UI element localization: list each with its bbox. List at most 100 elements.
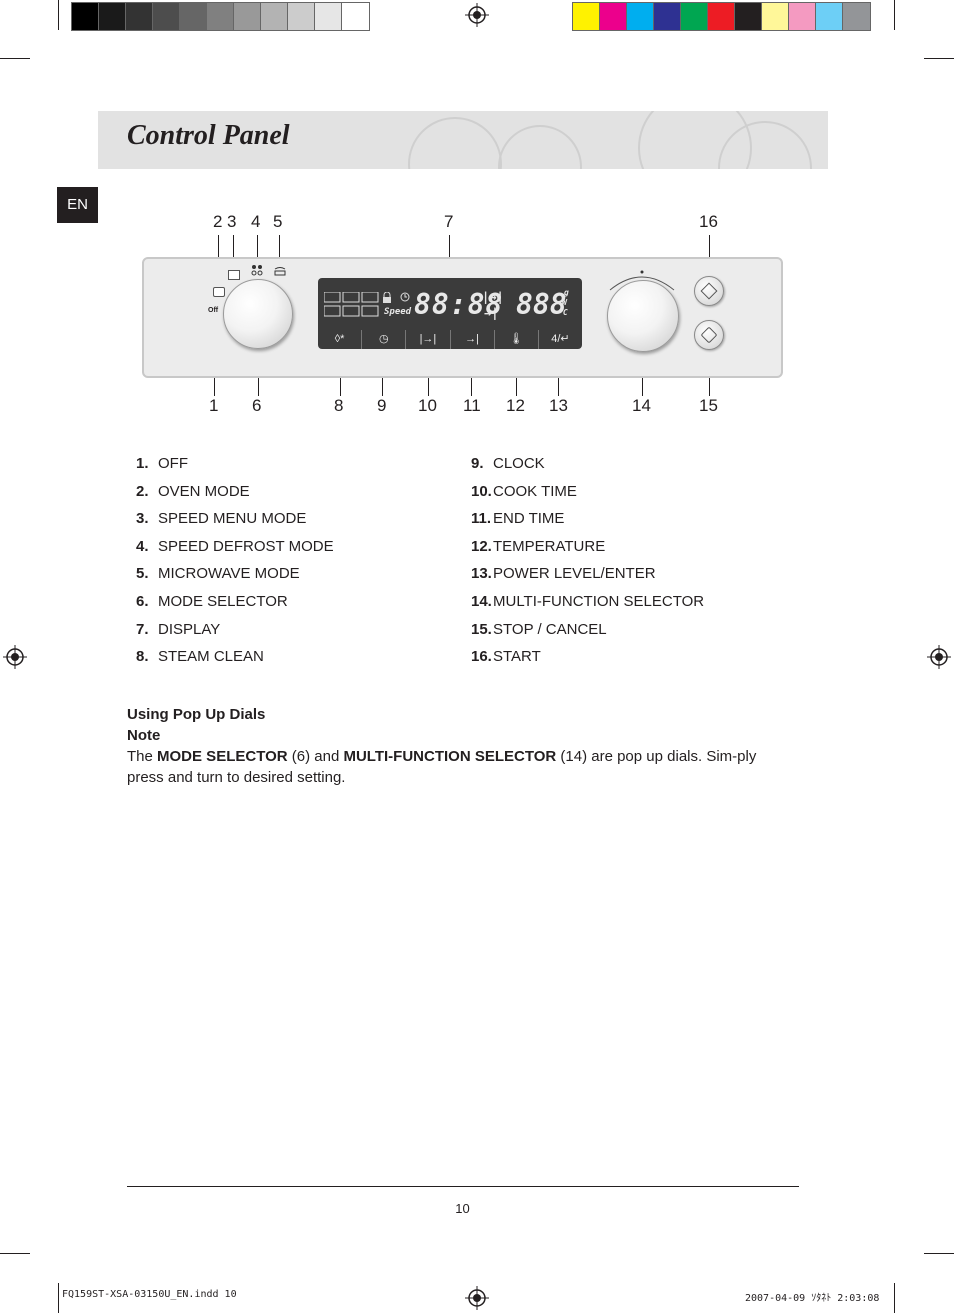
legend-item: 3.SPEED MENU MODE	[136, 510, 306, 527]
speed-label: Speed	[384, 307, 412, 317]
color-swatch	[99, 3, 126, 30]
usage-notes: Using Pop Up Dials Note The MODE SELECTO…	[127, 704, 787, 788]
clock-key[interactable]: ◷	[361, 330, 405, 349]
end-time-arrows: →|	[484, 306, 499, 320]
legend-number: 11.	[471, 510, 492, 528]
color-swatch	[315, 3, 342, 30]
color-swatch	[207, 3, 234, 30]
legend-item: 15.STOP / CANCEL	[471, 621, 607, 638]
legend-item: 9. CLOCK	[471, 455, 545, 472]
color-swatch	[681, 3, 708, 30]
color-swatch	[708, 3, 735, 30]
callout-number: 9	[377, 396, 387, 415]
callout-number: 2	[213, 212, 223, 231]
cook-time-arrows: |→|	[482, 290, 504, 304]
unit-w: W	[562, 298, 567, 307]
legend-number: 9.	[471, 455, 484, 472]
callout-number: 11	[463, 396, 481, 415]
legend-number: 4.	[136, 537, 149, 555]
section-header-band: Control Panel	[98, 111, 828, 169]
lock-icon	[383, 292, 391, 303]
callout-leader-line	[233, 235, 234, 273]
microwave-mode-icon	[274, 267, 286, 276]
legend-item: 12.TEMPERATURE	[471, 538, 605, 555]
legend-label: CLOCK	[493, 455, 545, 472]
notes-mode-selector: MODE SELECTOR	[157, 748, 288, 765]
registration-mark-icon	[465, 3, 489, 27]
grayscale-calibration-bar	[71, 2, 370, 31]
legend-item: 11.END TIME	[471, 510, 564, 527]
legend-label: COOK TIME	[493, 482, 577, 500]
legend-number: 12.	[471, 537, 492, 555]
legend-label: MODE SELECTOR	[158, 593, 288, 610]
legend-label: OFF	[158, 455, 188, 472]
steam-clean-key[interactable]: ◊*	[334, 333, 345, 345]
legend-number: 14.	[471, 593, 492, 610]
off-label: Off	[208, 307, 219, 314]
multi-function-selector-dial[interactable]	[607, 280, 679, 352]
legend-number: 3.	[136, 510, 149, 528]
unit-celsius: °C	[558, 308, 568, 317]
legend-item: 4. SPEED DEFROST MODE	[136, 538, 334, 555]
print-slug-file: FQ159ST-XSA-03150U_EN.indd 10	[62, 1289, 237, 1300]
start-button[interactable]	[694, 276, 724, 306]
callout-number: 4	[251, 212, 261, 231]
mode-selector-dial[interactable]	[223, 279, 293, 349]
footer-rule	[127, 1186, 799, 1187]
crop-mark	[894, 0, 895, 30]
color-swatch	[600, 3, 627, 30]
lcd-display: Speed 88:88 |→| →| 888 g W °C ◊* ◷ |→| →…	[318, 278, 582, 349]
legend-number: 1.	[136, 455, 149, 472]
crop-mark	[58, 1283, 59, 1313]
legend-item: 14.MULTI-FUNCTION SELECTOR	[471, 593, 704, 610]
legend-number: 6.	[136, 593, 149, 610]
legend-label: SPEED DEFROST MODE	[158, 537, 334, 555]
color-swatch	[342, 3, 369, 30]
legend-number: 10.	[471, 482, 492, 500]
cook-time-key[interactable]: |→|	[405, 330, 449, 349]
speed-menu-mode-icon	[228, 270, 240, 280]
temperature-key[interactable]: 🌡	[493, 330, 538, 349]
page-title: Control Panel	[127, 120, 290, 151]
oven-mode-icon	[213, 287, 225, 297]
callout-number: 15	[699, 396, 718, 415]
power-level-enter-key[interactable]: 4/↵	[537, 330, 582, 349]
color-swatch	[234, 3, 261, 30]
color-swatch	[261, 3, 288, 30]
mode-indicator-icons	[324, 292, 379, 317]
color-swatch	[72, 3, 99, 30]
legend-item: 8.STEAM CLEAN	[136, 648, 264, 665]
callout-number: 16	[699, 212, 718, 231]
stop-cancel-button[interactable]	[694, 320, 724, 350]
tomato-decoration-icon	[498, 125, 582, 169]
crop-mark	[0, 1253, 30, 1254]
legend-number: 16.	[471, 648, 492, 666]
callout-leader-line	[279, 235, 280, 268]
legend-item: 7.DISPLAY	[136, 621, 220, 638]
color-swatch	[573, 3, 600, 30]
notes-heading: Using Pop Up Dials	[127, 706, 266, 723]
legend-label: POWER LEVEL/ENTER	[493, 565, 656, 583]
color-swatch	[153, 3, 180, 30]
legend-item: 5.MICROWAVE MODE	[136, 565, 300, 582]
legend-item: 2.OVEN MODE	[136, 483, 250, 500]
page-number: 10	[455, 1201, 470, 1216]
registration-mark-icon	[465, 1286, 489, 1310]
legend-item: 10.COOK TIME	[471, 483, 577, 500]
legend-label: DISPLAY	[158, 620, 221, 638]
notes-text: The	[127, 748, 158, 765]
legend-number: 5.	[136, 565, 149, 583]
crop-mark	[894, 1283, 895, 1313]
color-swatch	[180, 3, 207, 30]
callout-number: 3	[227, 212, 237, 231]
end-time-key[interactable]: →|	[449, 330, 494, 349]
crop-mark	[58, 0, 59, 30]
legend-label: END TIME	[493, 510, 565, 528]
legend-label: OVEN MODE	[158, 482, 250, 500]
color-swatch	[288, 3, 315, 30]
notes-subheading: Note	[127, 727, 161, 744]
notes-text: (14) are pop up dials. Sim-ply press and…	[127, 748, 757, 786]
time-digits: 88:88	[414, 288, 504, 321]
color-calibration-bar	[572, 2, 871, 31]
legend-item: 16.START	[471, 648, 541, 665]
